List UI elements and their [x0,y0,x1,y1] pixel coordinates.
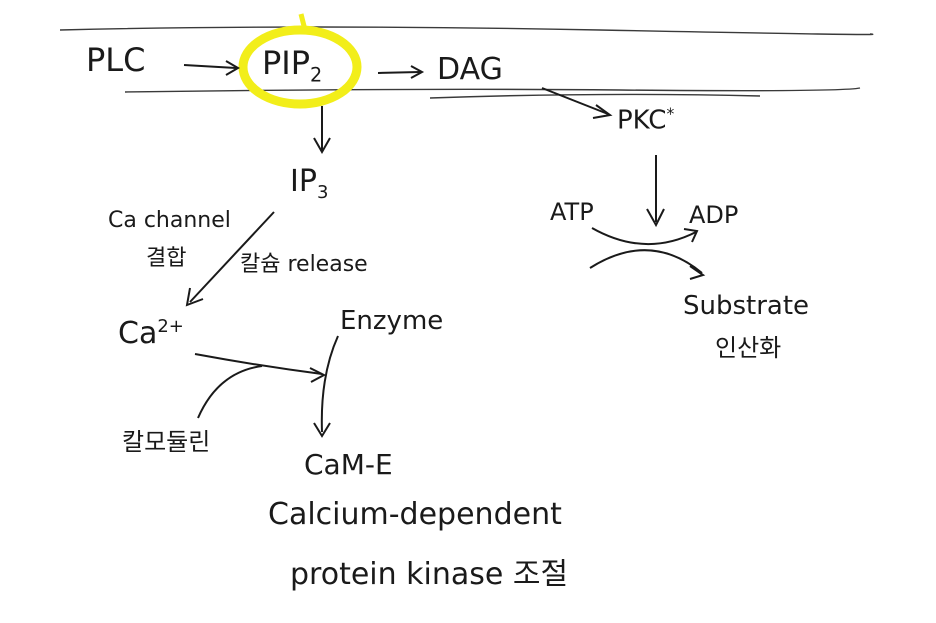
calmodulin-label: 칼모듈린 [122,428,211,456]
membrane-top-line [59,26,874,36]
calcium-label: Ca2+ [118,318,184,349]
caption-line-2: protein kinase 조절 [290,557,569,592]
calcium-text: Ca [118,316,158,351]
dag-label: DAG [437,52,503,87]
adp-label: ADP [689,201,739,229]
calcium-release-label: 칼슘 release [240,252,368,277]
plc-label: PLC [86,41,146,79]
binding-label: 결합 [146,246,187,271]
came-label: CaM-E [304,448,393,481]
ip3-label: IP3 [290,167,328,202]
calcium-charge: 2+ [157,316,184,337]
pip2-highlight-icon [238,25,362,109]
arrow-enzyme-to-came [320,335,339,433]
arrow-calcium-to-enzyme [194,353,323,375]
caption-line-1: Calcium-dependent [268,497,562,532]
phosphorylation-label: 인산화 [715,334,782,362]
atp-label: ATP [550,198,594,226]
substrate-label: Substrate [683,291,810,321]
arrow-calmodulin [197,365,263,419]
pkc-label: PKC* [617,105,675,136]
pip2-text: PIP [262,44,311,82]
ca-channel-label: Ca channel [108,208,231,233]
ip3-subscript: 3 [316,182,329,203]
pip2-subscript: 2 [310,63,323,87]
membrane-outer-line [124,87,861,93]
enzyme-label: Enzyme [340,306,444,336]
pkc-text: PKC [617,105,667,136]
arrow-pip2-to-dag [377,71,421,74]
arrow-plc-to-pip2 [183,64,237,69]
membrane-inner-line [429,93,761,99]
pkc-activated-mark: * [666,105,675,123]
arrow-atp-to-adp [591,227,697,246]
arrow-ip3-to-calcium [189,211,275,303]
ip3-text: IP [290,164,317,199]
arrow-dag-to-pkc [541,87,609,115]
pip2-label: PIP2 [262,47,322,85]
arrow-substrate [589,249,703,274]
